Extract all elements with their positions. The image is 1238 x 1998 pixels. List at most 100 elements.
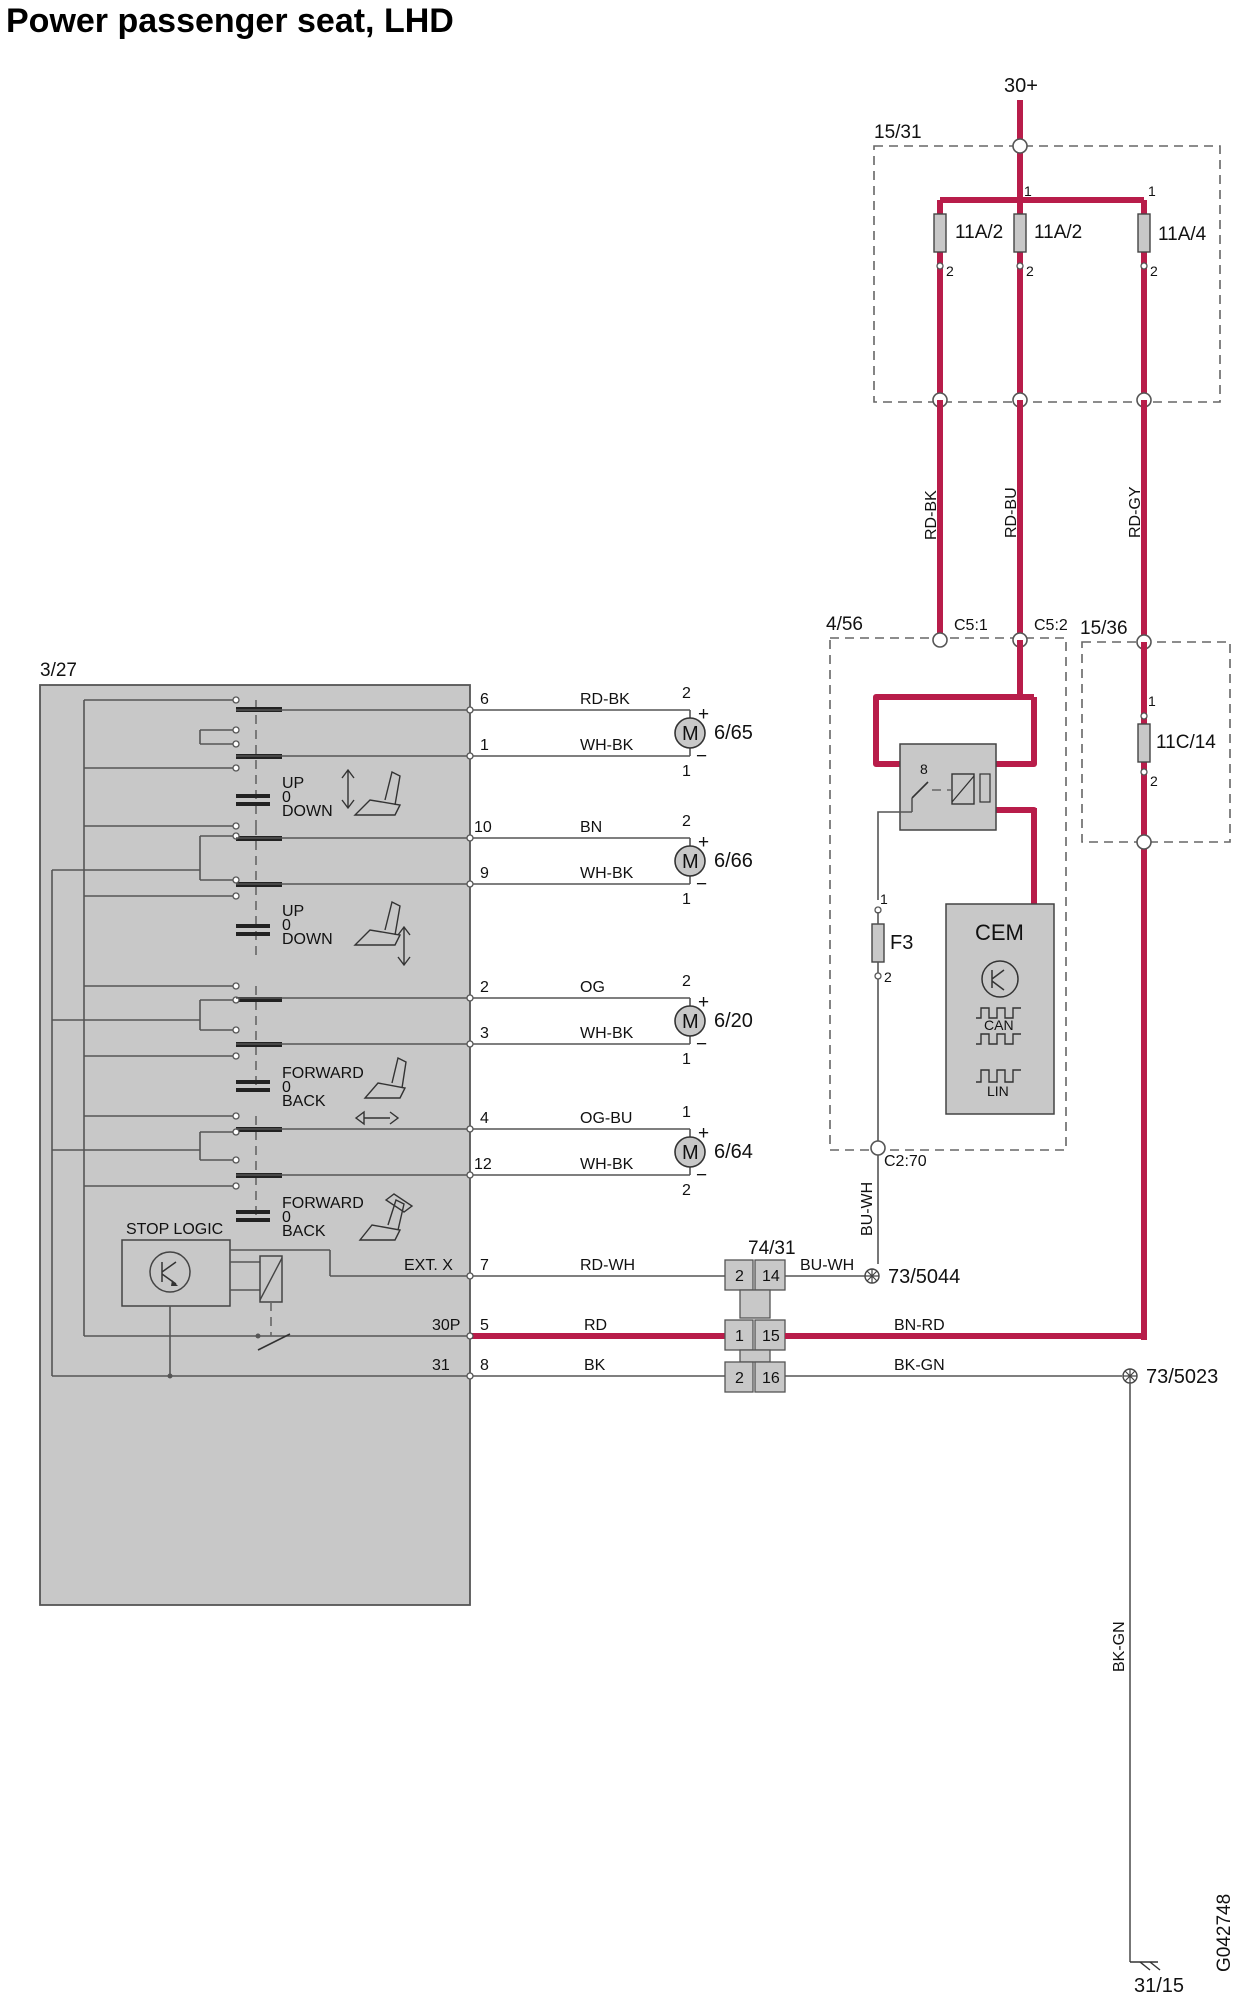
svg-text:14: 14 — [762, 1268, 780, 1285]
motor-6-66: 10 BN 9 WH-BK 2 1 + − M 6/66 — [474, 813, 753, 908]
svg-text:1: 1 — [1024, 183, 1032, 199]
svg-text:2: 2 — [946, 263, 954, 279]
svg-text:0: 0 — [282, 1209, 291, 1226]
motor-icon — [674, 1136, 706, 1168]
seat-module: 3/27 — [39, 660, 471, 1606]
svg-text:1: 1 — [682, 1051, 691, 1068]
svg-text:1: 1 — [682, 763, 691, 780]
svg-text:2: 2 — [735, 1370, 744, 1387]
svg-text:12: 12 — [474, 1156, 492, 1173]
svg-text:30P: 30P — [432, 1317, 460, 1334]
svg-text:11C/14: 11C/14 — [1156, 732, 1216, 753]
svg-text:M: M — [682, 723, 699, 745]
svg-text:73/5023: 73/5023 — [1146, 1366, 1218, 1388]
transistor-icon — [981, 960, 1019, 998]
svg-text:BK: BK — [584, 1357, 606, 1374]
svg-text:2: 2 — [480, 979, 489, 996]
svg-text:RD-BK: RD-BK — [580, 691, 630, 708]
svg-text:2: 2 — [682, 1182, 691, 1199]
ground-31-15: 31/15 — [1130, 1961, 1184, 1997]
svg-text:M: M — [682, 1142, 699, 1164]
transistor-icon — [149, 1251, 191, 1293]
motor-icon — [674, 1005, 706, 1037]
svg-text:1: 1 — [880, 891, 888, 907]
cem-module: CEM CAN LIN — [945, 903, 1055, 1115]
svg-text:4: 4 — [480, 1110, 489, 1127]
svg-text:UP: UP — [282, 903, 304, 920]
svg-text:BACK: BACK — [282, 1223, 326, 1240]
svg-text:−: − — [696, 1165, 707, 1186]
svg-text:CEM: CEM — [975, 920, 1024, 945]
bottom-wiring: 7 RD-WH 5 RD 8 BK — [466, 1257, 727, 1380]
svg-text:2: 2 — [1026, 263, 1034, 279]
svg-text:6/64: 6/64 — [714, 1141, 753, 1163]
svg-text:1: 1 — [682, 891, 691, 908]
figure-id: G042748 — [1214, 1894, 1235, 1972]
svg-text:RD: RD — [584, 1317, 607, 1334]
svg-text:1: 1 — [1148, 693, 1156, 709]
fusebox-15-36: 15/36 1 2 11C/14 — [1080, 618, 1231, 1340]
internal-bus — [51, 699, 470, 1377]
connector-74-31: 74/31 2 14 1 15 2 16 — [724, 1238, 796, 1393]
svg-text:BN: BN — [580, 819, 602, 836]
svg-text:DOWN: DOWN — [282, 803, 333, 820]
motor-6-20: 2 OG 3 WH-BK 2 1 + − M 6/20 — [480, 973, 753, 1068]
fuse-11a-4: 1 2 11A/4 — [1137, 183, 1207, 279]
svg-text:1: 1 — [682, 1104, 691, 1121]
svg-text:LIN: LIN — [987, 1083, 1009, 1099]
svg-text:BACK: BACK — [282, 1093, 326, 1110]
svg-text:3: 3 — [480, 1025, 489, 1042]
motor-6-65: 6 RD-BK 1 WH-BK 2 1 + − M 6/65 — [480, 685, 753, 780]
svg-text:1: 1 — [735, 1328, 744, 1345]
svg-text:11A/4: 11A/4 — [1158, 224, 1207, 245]
svg-text:M: M — [682, 851, 699, 873]
seat-module-label: 3/27 — [40, 660, 77, 681]
svg-text:EXT. X: EXT. X — [404, 1257, 453, 1274]
svg-text:5: 5 — [480, 1317, 489, 1334]
seat-tilt-icon — [353, 900, 411, 967]
svg-text:4/56: 4/56 — [826, 614, 863, 635]
relay-module-4-56: 4/56 C5:1 C5:2 8 1 2 F3 — [826, 614, 1068, 1170]
fuse-11a-2-center: 2 11A/2 — [1013, 213, 1082, 279]
svg-text:+: + — [698, 992, 709, 1013]
svg-text:CAN: CAN — [984, 1017, 1014, 1033]
svg-text:−: − — [696, 1034, 707, 1055]
motor-icon — [674, 845, 706, 877]
svg-text:15: 15 — [762, 1328, 780, 1345]
svg-text:OG-BU: OG-BU — [580, 1110, 632, 1127]
motor-6-64: 4 OG-BU 12 WH-BK 1 2 + − M 6/64 — [474, 1104, 753, 1199]
svg-text:8: 8 — [920, 761, 928, 777]
svg-text:UP: UP — [282, 775, 304, 792]
svg-text:16: 16 — [762, 1370, 780, 1387]
seat-height-icon — [341, 768, 402, 816]
svg-text:15/31: 15/31 — [874, 122, 922, 143]
fuse-11c-14 — [1137, 723, 1151, 763]
svg-text:2: 2 — [1150, 263, 1158, 279]
svg-text:BN-RD: BN-RD — [894, 1317, 945, 1334]
relay: 8 — [899, 743, 997, 831]
svg-text:+: + — [698, 704, 709, 725]
svg-text:2: 2 — [682, 813, 691, 830]
svg-text:73/5044: 73/5044 — [888, 1266, 960, 1288]
svg-text:M: M — [682, 1011, 699, 1033]
svg-text:DOWN: DOWN — [282, 931, 333, 948]
svg-text:C2:70: C2:70 — [884, 1153, 927, 1170]
svg-text:WH-BK: WH-BK — [580, 737, 634, 754]
switch-group-2: UP 0 DOWN — [282, 900, 411, 967]
svg-text:BK-GN: BK-GN — [1111, 1621, 1128, 1672]
right-wiring: BU-WH BU-WH 73/5044 BN-RD BK-GN 73/5023 … — [785, 1155, 1218, 1997]
svg-text:1: 1 — [480, 737, 489, 754]
svg-text:6: 6 — [480, 691, 489, 708]
seat-slide-icon — [354, 1056, 407, 1126]
svg-text:2: 2 — [682, 685, 691, 702]
svg-text:OG: OG — [580, 979, 605, 996]
svg-text:31/15: 31/15 — [1134, 1975, 1184, 1997]
svg-text:15/36: 15/36 — [1080, 618, 1128, 639]
svg-text:0: 0 — [282, 789, 291, 806]
svg-text:11A/2: 11A/2 — [1034, 222, 1082, 243]
svg-text:RD-BK: RD-BK — [923, 490, 940, 540]
stop-logic: STOP LOGIC EXT. X 30P 31 — [121, 1221, 470, 1379]
fusebox-15-31: 15/31 1 2 11A/2 2 11A/2 1 2 11A/4 — [873, 122, 1221, 408]
splice-73-5044: 73/5044 — [864, 1266, 960, 1288]
